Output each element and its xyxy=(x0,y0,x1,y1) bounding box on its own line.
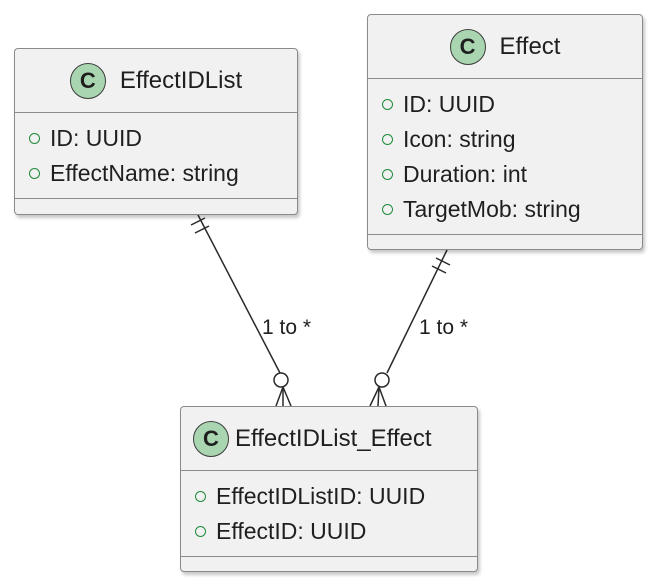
relation-label-left: 1 to * xyxy=(262,316,312,339)
class-name: EffectIDList xyxy=(119,66,243,94)
attribute-text: Duration: int xyxy=(403,161,528,187)
method-list xyxy=(181,557,477,571)
class-c-icon: C xyxy=(193,420,229,457)
public-visibility-icon xyxy=(382,134,393,145)
class-c-icon: C xyxy=(69,62,106,99)
public-visibility-icon xyxy=(195,526,206,537)
public-visibility-icon xyxy=(29,168,40,179)
attribute-text: EffectName: string xyxy=(50,160,239,186)
attribute-row: TargetMob: string xyxy=(382,192,642,227)
attribute-text: TargetMob: string xyxy=(403,196,581,222)
one-marker xyxy=(194,225,210,234)
relation-label-right: 1 to * xyxy=(419,316,469,339)
zero-marker xyxy=(374,372,390,388)
attribute-row: Icon: string xyxy=(382,122,642,157)
class-name: EffectIDList_Effect xyxy=(235,424,432,452)
class-name: Effect xyxy=(499,32,561,60)
one-marker xyxy=(431,265,447,274)
many-marker xyxy=(377,386,380,407)
class-header: C EffectIDList_Effect xyxy=(181,407,477,471)
public-visibility-icon xyxy=(29,133,40,144)
attribute-row: EffectIDListID: UUID xyxy=(195,479,477,514)
class-c-icon: C xyxy=(449,28,486,65)
attribute-text: Icon: string xyxy=(403,126,516,152)
relation-effectidlist-to-join xyxy=(190,214,292,407)
attribute-row: ID: UUID xyxy=(382,87,642,122)
public-visibility-icon xyxy=(382,204,393,215)
public-visibility-icon xyxy=(382,99,393,110)
one-marker xyxy=(190,217,206,226)
class-effectidlist-effect[interactable]: C EffectIDList_Effect EffectIDListID: UU… xyxy=(180,406,478,572)
many-marker xyxy=(275,386,284,407)
attribute-row: EffectName: string xyxy=(29,156,297,191)
method-list xyxy=(15,199,297,213)
many-marker xyxy=(282,386,292,407)
attribute-text: EffectID: UUID xyxy=(216,518,367,544)
class-effectidlist[interactable]: C EffectIDList ID: UUID EffectName: stri… xyxy=(14,48,298,215)
zero-marker xyxy=(273,372,289,388)
attribute-text: ID: UUID xyxy=(50,125,142,151)
attribute-list: EffectIDListID: UUID EffectID: UUID xyxy=(181,471,477,557)
attribute-text: ID: UUID xyxy=(403,91,495,117)
class-header: C Effect xyxy=(368,15,642,79)
public-visibility-icon xyxy=(195,491,206,502)
one-marker xyxy=(435,257,451,266)
attribute-row: Duration: int xyxy=(382,157,642,192)
attribute-list: ID: UUID EffectName: string xyxy=(15,113,297,199)
many-marker xyxy=(369,386,380,407)
many-marker xyxy=(378,386,387,407)
relation-effect-to-join xyxy=(369,249,451,407)
attribute-row: EffectID: UUID xyxy=(195,514,477,549)
attribute-row: ID: UUID xyxy=(29,121,297,156)
attribute-list: ID: UUID Icon: string Duration: int Targ… xyxy=(368,79,642,235)
method-list xyxy=(368,235,642,249)
public-visibility-icon xyxy=(382,169,393,180)
class-effect[interactable]: C Effect ID: UUID Icon: string Duration:… xyxy=(367,14,643,250)
class-header: C EffectIDList xyxy=(15,49,297,113)
attribute-text: EffectIDListID: UUID xyxy=(216,483,426,509)
